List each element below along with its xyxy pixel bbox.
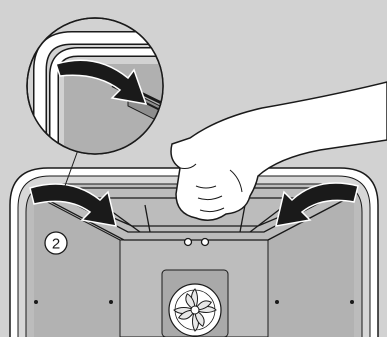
wall-hole	[275, 300, 279, 304]
wall-hole	[109, 300, 113, 304]
step-number: 2	[52, 236, 60, 253]
oven-fan-icon	[162, 270, 228, 337]
step-number-badge: 2	[45, 232, 67, 254]
wall-hole	[34, 300, 38, 304]
wall-hole	[350, 300, 354, 304]
